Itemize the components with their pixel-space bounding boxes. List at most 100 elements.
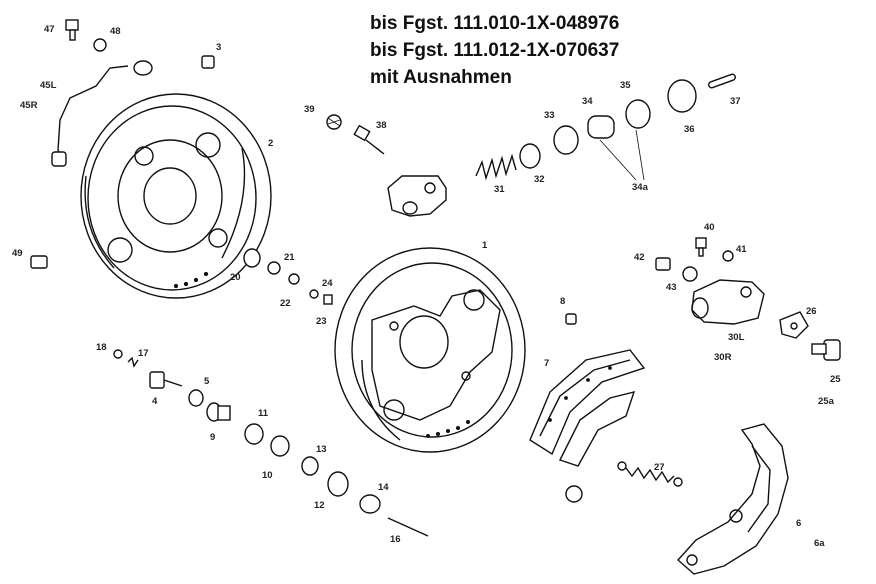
cotter-pin-16	[387, 517, 429, 537]
brake-drum-1	[334, 247, 526, 453]
label-1: 1	[482, 240, 488, 251]
label-7: 7	[544, 358, 549, 369]
label-49: 49	[12, 248, 23, 259]
label-13: 13	[316, 444, 327, 455]
label-6a: 6a	[814, 538, 825, 549]
label-47: 47	[44, 24, 55, 35]
brake-line-45	[57, 65, 129, 161]
label-32: 32	[534, 174, 545, 185]
label-30L: 30L	[728, 332, 745, 343]
cup-32	[519, 143, 541, 169]
stud-4	[149, 371, 183, 389]
label-30R: 30R	[714, 352, 732, 363]
nut-42	[655, 257, 671, 271]
nut-12	[327, 471, 349, 497]
wheel-cylinder-30	[691, 279, 765, 325]
label-17: 17	[138, 348, 149, 359]
bleeder-40	[695, 237, 707, 257]
label-25: 25	[830, 374, 841, 385]
bolt-25	[811, 339, 841, 361]
chassis-note-line-1: bis Fgst. 111.010-1X-048976	[370, 13, 620, 34]
label-45R: 45R	[20, 100, 38, 111]
label-43: 43	[666, 282, 677, 293]
label-39: 39	[304, 104, 315, 115]
spring-31	[475, 153, 517, 181]
label-34: 34	[582, 96, 593, 107]
return-spring-27	[617, 461, 683, 487]
pin-9	[206, 402, 231, 422]
screw-8	[565, 313, 577, 325]
label-42: 42	[634, 252, 645, 263]
label-21: 21	[284, 252, 295, 263]
nut-3	[201, 55, 215, 69]
label-35: 35	[620, 80, 631, 91]
bolt-23	[323, 294, 333, 305]
label-20: 20	[230, 272, 241, 283]
lock-washer-22	[288, 273, 300, 285]
label-33: 33	[544, 110, 555, 121]
label-9: 9	[210, 432, 215, 443]
label-6: 6	[796, 518, 801, 529]
bleeder-valve-38	[353, 124, 385, 155]
brake-shoe-7	[529, 349, 646, 503]
wheel-cylinder	[387, 175, 447, 217]
bolt-47	[65, 19, 79, 41]
label-36: 36	[684, 124, 695, 135]
leader-34a	[599, 129, 645, 181]
piston-34	[587, 115, 615, 139]
chassis-note-line-3: mit Ausnahmen	[370, 67, 512, 88]
backing-plate-2	[80, 93, 272, 299]
label-48: 48	[110, 26, 121, 37]
washer-13	[301, 456, 319, 476]
label-26: 26	[806, 306, 817, 317]
label-12: 12	[314, 500, 325, 511]
chassis-note: bis Fgst. 111.010-1X-048976 bis Fgst. 11…	[370, 10, 619, 91]
label-41: 41	[736, 244, 747, 255]
pin-37	[707, 73, 737, 89]
label-25a: 25a	[818, 396, 835, 407]
label-27: 27	[654, 462, 665, 473]
shoe-carrier-6	[677, 423, 789, 575]
bearing-11	[244, 423, 264, 445]
label-11: 11	[258, 408, 269, 419]
washer-48	[93, 38, 107, 52]
cap-14	[359, 494, 381, 514]
boot-35	[625, 99, 651, 129]
label-31: 31	[494, 184, 505, 195]
label-34a: 34a	[632, 182, 649, 193]
cap-41	[722, 250, 734, 262]
hose-end-45	[51, 151, 67, 167]
label-14: 14	[378, 482, 389, 493]
label-24: 24	[322, 278, 333, 289]
label-10: 10	[262, 470, 273, 481]
washer-24	[309, 289, 319, 299]
dust-cap-36	[667, 79, 697, 113]
spring-17	[127, 356, 139, 368]
washer-43	[682, 266, 698, 282]
label-40: 40	[704, 222, 715, 233]
label-37: 37	[730, 96, 741, 107]
label-23: 23	[316, 316, 327, 327]
label-38: 38	[376, 120, 387, 131]
washer-5	[188, 389, 204, 407]
label-45L: 45L	[40, 80, 57, 91]
label-22: 22	[280, 298, 291, 309]
washer-20	[243, 248, 261, 268]
hose-fitting-45	[133, 60, 153, 76]
piston-33	[553, 125, 579, 155]
washer-18	[113, 349, 123, 359]
chassis-note-line-2: bis Fgst. 111.012-1X-070637	[370, 40, 620, 61]
plug-49	[30, 255, 48, 269]
label-16: 16	[390, 534, 401, 545]
plate-26	[779, 311, 809, 339]
nut-21	[267, 261, 281, 275]
label-18: 18	[96, 342, 107, 353]
label-2: 2	[268, 138, 273, 149]
part-labels: 1 2 3 4 5 6 6a 7 8 9 10 11 12 13 14 16 1…	[12, 24, 841, 549]
washer-10	[270, 435, 290, 457]
label-4: 4	[152, 396, 158, 407]
label-8: 8	[560, 296, 565, 307]
bleeder-cap-39	[326, 114, 342, 130]
